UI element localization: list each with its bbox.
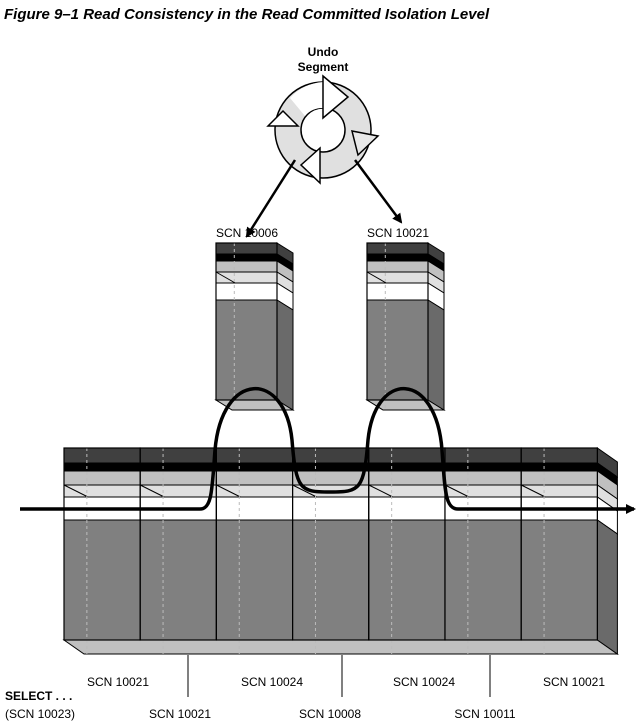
undo-block-10021 [365, 242, 446, 411]
block-label: SCN 10011 [454, 707, 515, 721]
data-block [215, 447, 294, 654]
block-label: SCN 10021 [543, 675, 605, 689]
undo-segment-icon [266, 74, 380, 185]
data-block [366, 242, 429, 410]
arrow-to-block-10021 [353, 159, 403, 224]
block-label: SCN 10008 [299, 707, 361, 721]
query-scn: (SCN 10023) [5, 707, 75, 721]
undo-block-10006 [214, 242, 295, 411]
undo-block-label: SCN 10006 [216, 226, 278, 240]
select-statement: SELECT . . . [5, 689, 72, 703]
data-block [444, 447, 522, 654]
undo-label-line2: Segment [298, 60, 349, 74]
table-blocks-row [62, 447, 619, 655]
undo-block-label: SCN 10021 [367, 226, 429, 240]
data-block [215, 242, 278, 410]
data-block [292, 447, 370, 654]
data-block [368, 447, 446, 654]
figure-title: Figure 9–1 Read Consistency in the Read … [4, 6, 490, 23]
data-block [139, 447, 217, 654]
read-path-arrow [20, 387, 636, 514]
undo-label-line1: Undo [308, 45, 339, 59]
block-label: SCN 10024 [241, 675, 303, 689]
arrow-to-block-10006 [245, 159, 297, 238]
block-label: SCN 10021 [149, 707, 211, 721]
data-block [63, 447, 141, 654]
block-label: SCN 10024 [393, 675, 455, 689]
block-label: SCN 10021 [87, 675, 149, 689]
data-block [520, 447, 599, 654]
